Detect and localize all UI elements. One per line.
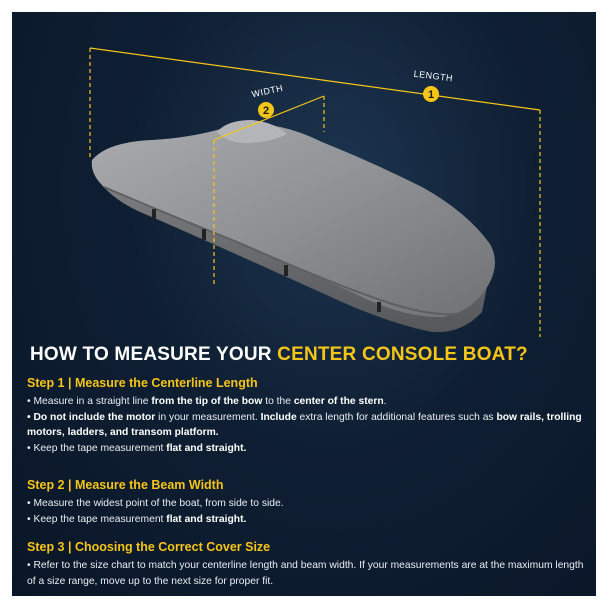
infographic-panel: 1 LENGTH 2 WIDTH HOW TO MEASURE YOUR CEN… (12, 12, 596, 596)
title-highlight: CENTER CONSOLE BOAT? (277, 344, 528, 365)
covered-boat (91, 120, 495, 333)
boat-cover-illustration: 1 LENGTH 2 WIDTH (89, 47, 541, 337)
width-label: WIDTH (251, 83, 284, 99)
width-badge-number: 2 (263, 105, 269, 117)
length-badge-number: 1 (428, 89, 434, 101)
step-3-bullet-1: • Refer to the size chart to match your … (27, 560, 584, 587)
title-prefix: HOW TO MEASURE YOUR (30, 344, 278, 365)
step-3-bullets: • Refer to the size chart to match your … (27, 558, 587, 589)
step-3-heading: Step 3 | Choosing the Correct Cover Size (27, 540, 271, 554)
width-badge (258, 102, 274, 118)
step-1-bullet-3: • Keep the tape measurement flat and str… (27, 442, 247, 454)
width-dimension (213, 95, 325, 287)
step-1-bullets: • Measure in a straight line from the ti… (27, 394, 587, 456)
length-dimension (89, 47, 541, 337)
step-2-heading: Step 2 | Measure the Beam Width (27, 478, 224, 492)
step-1-heading: Step 1 | Measure the Centerline Length (27, 376, 258, 390)
length-label: LENGTH (413, 69, 453, 84)
step-1-bullet-1: • Measure in a straight line from the ti… (27, 396, 387, 407)
step-2-bullet-1: • Measure the widest point of the boat, … (27, 498, 284, 509)
step-2-bullet-2: • Keep the tape measurement flat and str… (27, 513, 247, 525)
step-2-bullets: • Measure the widest point of the boat, … (27, 496, 587, 527)
step-1-bullet-2: • Do not include the motor in your measu… (27, 411, 582, 439)
page-title: HOW TO MEASURE YOUR CENTER CONSOLE BOAT? (30, 344, 528, 366)
length-badge (423, 86, 439, 102)
